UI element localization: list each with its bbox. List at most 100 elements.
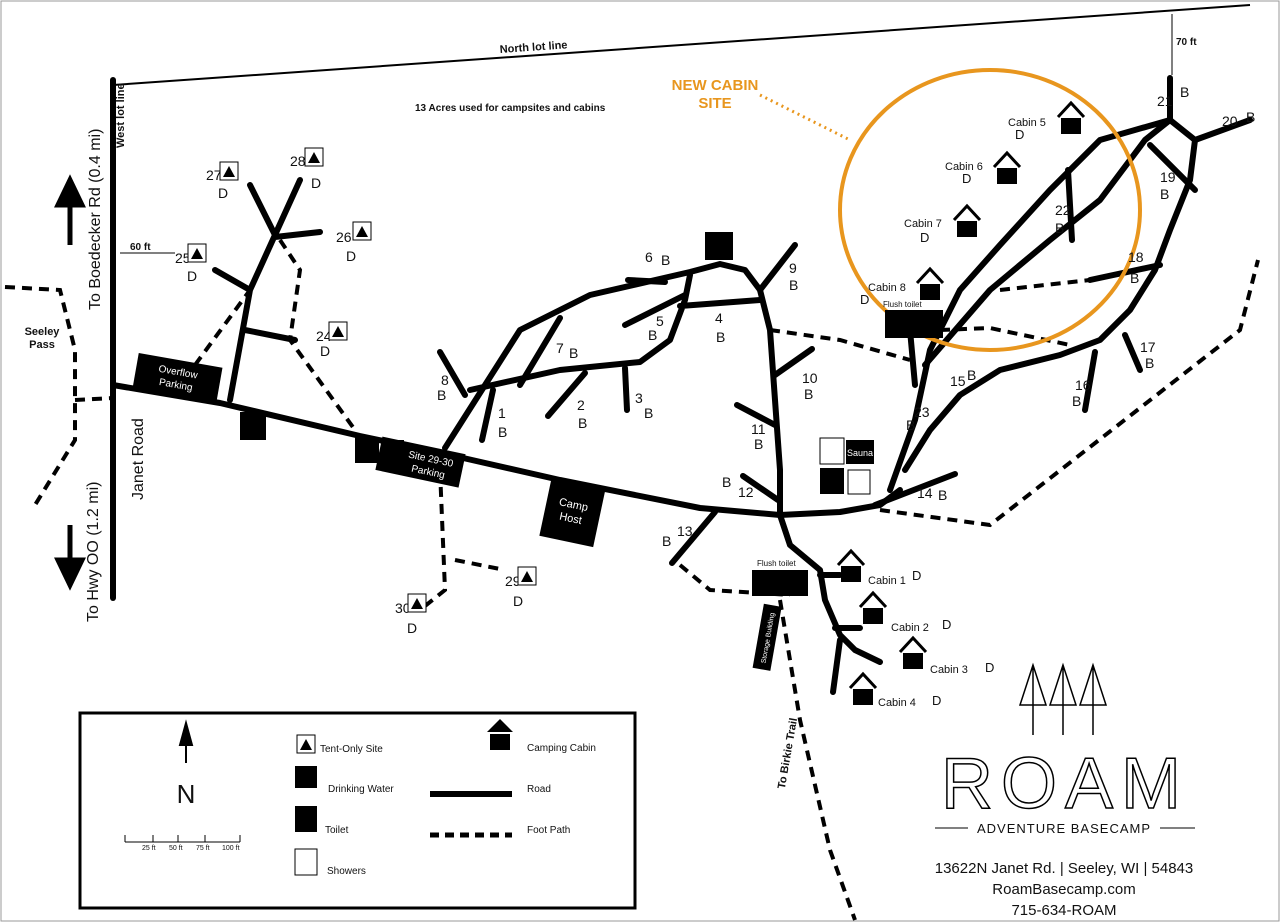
site-type: B (1145, 355, 1154, 371)
legend-tent: Tent-Only Site (320, 744, 383, 755)
legend-toilet: Toilet (325, 825, 349, 836)
site-type: B (1130, 270, 1139, 286)
toilet-icon (382, 440, 404, 466)
scale-75: 75 ft (196, 845, 210, 852)
new-cabin-label: NEW CABIN (672, 77, 759, 94)
site-type: B (498, 424, 507, 440)
scale-25: 25 ft (142, 845, 156, 852)
to-boedecker-label: To Boedecker Rd (0.4 mi) (87, 129, 104, 310)
cabin-icon (992, 150, 1022, 184)
site-number: 22 (1055, 202, 1071, 218)
new-cabin-pointer (759, 93, 851, 142)
cabin-icon (898, 635, 928, 669)
north-lot-line (112, 4, 1251, 86)
cabin-label: Cabin 7 (904, 218, 942, 230)
camp-host: Camp Host (539, 477, 606, 548)
site-type: B (648, 327, 657, 343)
tent-icon (304, 147, 324, 167)
site-type: D (407, 620, 417, 636)
scale-100: 100 ft (222, 845, 240, 852)
site-type: D (513, 593, 523, 609)
storage-building: Storage Building (752, 603, 782, 671)
legend-water: Drinking Water (328, 784, 394, 795)
site-number: 14 (917, 485, 933, 501)
site-type: B (754, 436, 763, 452)
cabin-icon (848, 671, 878, 705)
site-type: B (789, 277, 798, 293)
cabin-label: Cabin 5 (1008, 117, 1046, 129)
brand-website[interactable]: RoamBasecamp.com (992, 881, 1135, 898)
cabin-label: Cabin 6 (945, 161, 983, 173)
camp-host-label: Camp (558, 496, 589, 514)
site-number: 9 (789, 260, 797, 276)
seeley-pass-label: Seeley (25, 326, 61, 338)
cabin-icon (487, 719, 513, 750)
site-type: B (906, 417, 915, 433)
site-type: B (716, 329, 725, 345)
site-number: 11 (751, 421, 766, 437)
site-type: D (985, 660, 994, 675)
legend-box (78, 711, 637, 910)
tent-icon (187, 243, 207, 263)
site-type: D (320, 343, 330, 359)
cabin-icon (858, 590, 888, 624)
site-type: D (860, 292, 869, 307)
legend-cabin: Camping Cabin (527, 743, 596, 754)
tent-site-number: 27 (206, 167, 222, 183)
tent-site-number: 24 (316, 328, 332, 344)
cabin-icon (952, 203, 982, 237)
site-type: D (962, 171, 971, 186)
flush-toilet-label: Flush toilet (757, 559, 796, 568)
to-hwy-label: To Hwy OO (1.2 mi) (85, 482, 102, 622)
cabin-label: Cabin 1 (868, 575, 906, 587)
site-number: 7 (556, 340, 564, 356)
site-type: B (1246, 109, 1255, 125)
camp-host-label-2: Host (558, 511, 583, 527)
brand-name: ROAM (941, 744, 1189, 824)
drinking-water-icon (820, 468, 844, 494)
site-type: B (938, 487, 947, 503)
seeley-pass-label-2: Pass (29, 339, 55, 351)
dist-60-label: 60 ft (130, 242, 151, 253)
site-type: D (187, 268, 197, 284)
tent-icon (328, 321, 348, 341)
site-number: 6 (645, 249, 653, 265)
cabin-icon (915, 266, 945, 300)
cabin-icon (836, 548, 866, 582)
cabin-label: Cabin 8 (868, 282, 906, 294)
legend-foot-path: Foot Path (527, 825, 570, 836)
site-number: 13 (677, 523, 693, 539)
site-type: B (661, 252, 670, 268)
sauna-label: Sauna (847, 448, 873, 458)
overflow-parking: Overflow Parking (132, 352, 223, 403)
showers-icon (819, 437, 845, 465)
site-type: D (1015, 127, 1024, 142)
cabin-icon (1056, 100, 1086, 134)
site-type: B (804, 386, 813, 402)
roads (110, 75, 1253, 695)
site-type: D (942, 617, 951, 632)
site-number: 20 (1222, 113, 1238, 129)
site-type: B (1055, 220, 1064, 236)
site-type: B (437, 387, 446, 403)
trash-icon (240, 412, 266, 440)
showers-icon (294, 848, 318, 876)
drinking-water-icon (355, 437, 379, 463)
flush-toilet-icon (885, 310, 943, 338)
tent-icon (219, 161, 239, 181)
north-label: N (177, 779, 196, 809)
acres-label: 13 Acres used for campsites and cabins (415, 103, 606, 114)
north-lot-line-label: North lot line (499, 39, 568, 56)
site-number: 1 (498, 405, 506, 421)
site-number: 10 (802, 370, 818, 386)
site-number: 4 (715, 310, 723, 326)
janet-road-label: Janet Road (130, 418, 147, 500)
tent-site-number: 25 (175, 250, 191, 266)
tent-site-number: 28 (290, 153, 306, 169)
site-number: 3 (635, 390, 643, 406)
cabin-label: Cabin 2 (891, 622, 929, 634)
north-arrow-icon (178, 719, 194, 763)
